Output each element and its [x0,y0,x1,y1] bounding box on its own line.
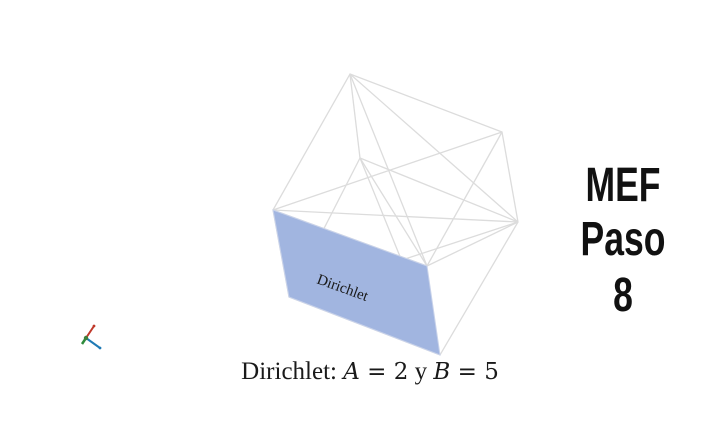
caption-var-a: A [343,359,360,385]
caption-var-b: B [433,359,451,385]
caption-eq-a: A = 2 [343,359,408,385]
dirichlet-face[interactable]: Dirichlet [272,209,441,356]
slide-title: MEF Paso 8 [568,160,679,324]
caption-connector: y [414,358,428,385]
title-line-step: Paso 8 [580,213,666,322]
cube-edge [349,73,361,159]
mesh-diagonal [349,73,519,223]
title-line-mef: MEF [585,159,661,212]
caption-value-a: = 2 [367,359,409,385]
cube-edge [426,131,503,267]
caption-value-b: = 5 [457,359,499,385]
mesh-diagonal [272,131,503,211]
cube-edge [359,157,519,223]
boundary-condition-caption: Dirichlet: A = 2 y B = 5 [200,358,540,386]
mesh-diagonal [359,157,428,267]
dirichlet-face-fill[interactable] [272,209,441,356]
cube-edge [426,221,519,267]
caption-eq-b: B = 5 [433,359,498,385]
caption-prefix: Dirichlet: [241,358,337,385]
axes-triad-icon[interactable] [80,324,102,350]
